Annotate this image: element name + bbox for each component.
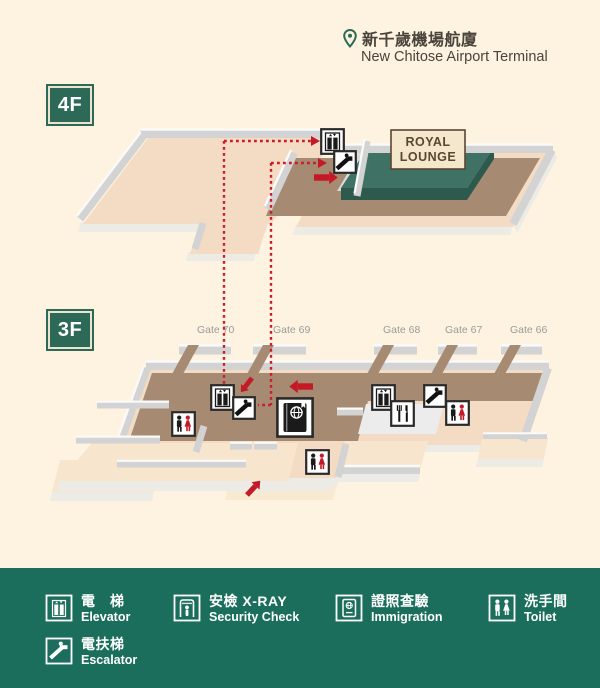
toilet-icon — [305, 449, 330, 475]
immigration-passport-icon — [276, 397, 314, 438]
legend-item-immigration: 證照查驗 Immigration — [335, 594, 443, 625]
immigration-passport-icon — [335, 594, 363, 622]
legend-escalator-en: Escalator — [81, 653, 138, 667]
restaurant-icon — [390, 400, 415, 427]
royal-lounge-line2: LOUNGE — [400, 150, 456, 164]
escalator-icon — [233, 397, 255, 419]
legend-security-en: Security Check — [209, 610, 300, 624]
legend-item-escalator: 電扶梯 Escalator — [45, 637, 137, 668]
floor-label-3f-text: 3F — [48, 311, 92, 349]
security-check-icon — [173, 594, 201, 622]
legend-escalator-zh: 電扶梯 — [81, 636, 125, 652]
floor-label-4f-text: 4F — [48, 86, 92, 124]
elevator-icon — [45, 594, 73, 622]
floor-4f-notch — [190, 222, 268, 254]
legend-elevator-zh: 電 梯 — [81, 593, 125, 609]
floor-4f-plan — [75, 128, 557, 261]
toilet-icon — [171, 411, 196, 437]
floor-3f-lower-right-arm — [337, 441, 428, 470]
route-dotted-escalator-path — [258, 158, 327, 407]
terminal-title-en: New Chitose Airport Terminal — [361, 49, 548, 65]
legend-immigration-zh: 證照查驗 — [371, 593, 429, 609]
location-pin-icon — [343, 29, 357, 48]
gate-67-label: Gate 67 — [445, 324, 483, 336]
gate-69-label: Gate 69 — [273, 324, 311, 336]
royal-lounge-sign: ROYAL LOUNGE — [390, 129, 466, 170]
legend-toilet-en: Toilet — [524, 610, 557, 624]
route-dotted-elevator-path — [222, 136, 320, 386]
legend-item-toilet: 洗手間 Toilet — [488, 594, 568, 625]
escalator-icon — [424, 385, 446, 407]
legend-elevator-en: Elevator — [81, 610, 131, 624]
gate-68-label: Gate 68 — [383, 324, 421, 336]
legend-item-elevator: 電 梯 Elevator — [45, 594, 130, 625]
floor-label-3f: 3F — [46, 309, 94, 351]
gate-66-label: Gate 66 — [510, 324, 548, 336]
elevator-icon — [210, 384, 235, 411]
floor-label-4f: 4F — [46, 84, 94, 126]
legend-security-zh: 安檢 X-RAY — [209, 593, 288, 609]
escalator-icon — [45, 637, 73, 665]
terminal-title-zh: 新千歲機場航廈 — [362, 32, 478, 49]
legend-toilet-zh: 洗手間 — [524, 593, 568, 609]
floor-map-canvas: Gate 70 Gate 69 Gate 68 Gate 67 Gate 66 … — [50, 128, 557, 501]
legend-item-security: 安檢 X-RAY Security Check — [173, 594, 299, 625]
gate-bridges — [172, 345, 521, 374]
royal-lounge-line1: ROYAL — [405, 135, 450, 149]
escalator-icon — [334, 151, 356, 173]
gate-stub-walls — [179, 344, 542, 355]
gate-70-label: Gate 70 — [197, 324, 235, 336]
legend-footer: 電 梯 Elevator 電扶梯 Escalator — [0, 568, 600, 688]
toilet-icon — [445, 400, 470, 426]
toilet-icon — [488, 594, 516, 622]
legend-immigration-en: Immigration — [371, 610, 443, 624]
